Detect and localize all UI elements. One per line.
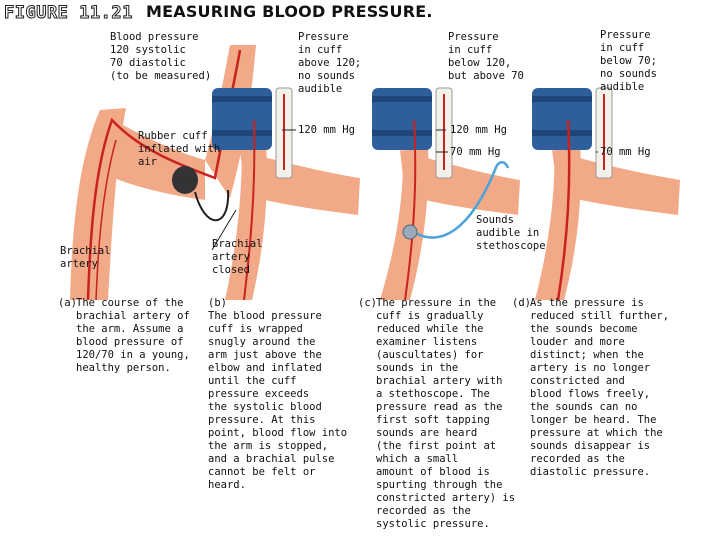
mmhg-120-c-label: 120 mm Hg [450, 124, 507, 136]
mmhg-120-b-label: 120 mm Hg [298, 124, 355, 136]
mmhg-70-d-label: 70 mm Hg [600, 146, 651, 158]
caption-text: The blood pressure cuff is wrapped snugl… [208, 310, 348, 491]
caption-d: (d)As the pressure is reduced still furt… [512, 297, 682, 479]
leader-lines [211, 129, 598, 251]
page-title: MEASURING BLOOD PRESSURE. [146, 2, 433, 21]
caption-key: (b) [208, 297, 227, 309]
caption-text: The pressure in the cuff is gradually re… [376, 297, 516, 530]
caption-a: (a)The course of the brachial artery of … [58, 297, 208, 375]
caption-key: (a) [58, 297, 77, 309]
pressure-below-120-label: Pressure in cuff below 120, but above 70 [448, 31, 524, 82]
brachial-artery-label: Brachial artery [60, 245, 111, 270]
sounds-audible-label: Sounds audible in stethoscope [476, 214, 546, 252]
caption-key: (c) [358, 297, 377, 309]
caption-text: The course of the brachial artery of the… [76, 297, 190, 374]
caption-text: As the pressure is reduced still further… [530, 297, 670, 478]
arm-d [532, 87, 680, 301]
caption-c: (c)The pressure in the cuff is gradually… [358, 297, 518, 531]
pressure-above-120-label: Pressure in cuff above 120; no sounds au… [298, 31, 362, 95]
stethoscope [409, 161, 510, 239]
mmhg-70-c-label: 70 mm Hg [450, 146, 501, 158]
figure-label: FIGURE 11.21 [4, 3, 133, 24]
caption-b: (b)The blood pressure cuff is wrapped sn… [208, 297, 363, 492]
brachial-artery-closed-label: Brachial artery closed [212, 238, 263, 276]
rubber-cuff-label: Rubber cuff inflated with air [138, 130, 221, 168]
inflation-bulb [172, 166, 230, 222]
arm-b [212, 87, 360, 301]
caption-key: (d) [512, 297, 531, 309]
pressure-below-70-label: Pressure in cuff below 70; no sounds aud… [600, 29, 657, 93]
blood-pressure-label: Blood pressure 120 systolic 70 diastolic… [110, 31, 212, 82]
arm-c [372, 87, 520, 301]
